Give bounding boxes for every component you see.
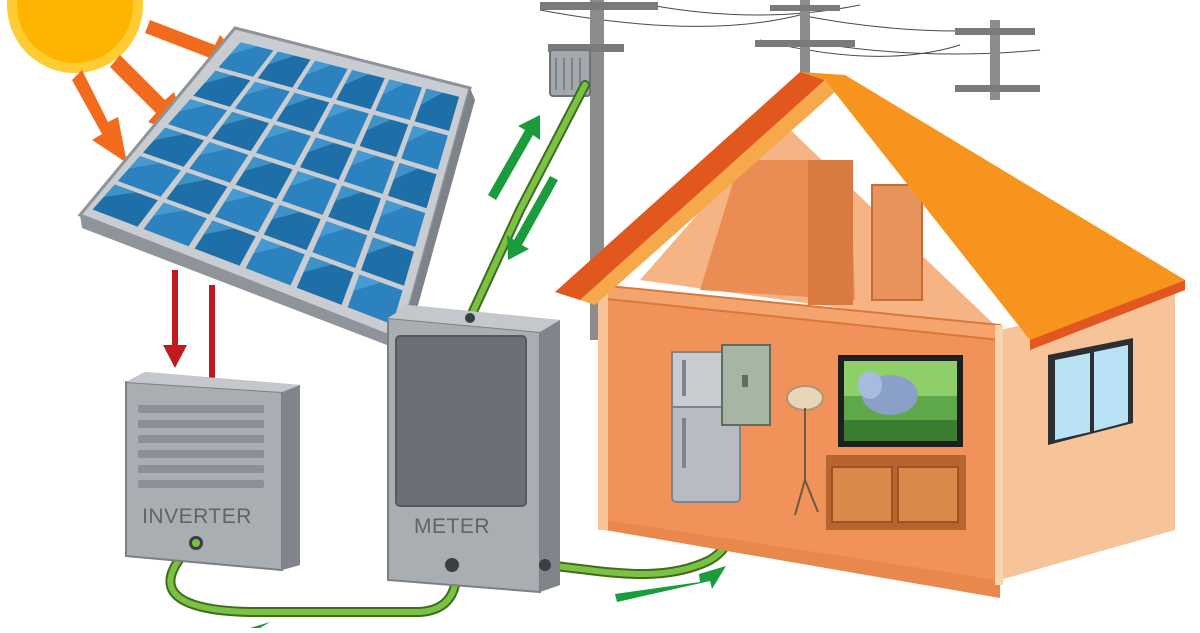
flow-arrows bbox=[250, 115, 726, 628]
panel-cell-highlight bbox=[319, 221, 347, 237]
panel-cell-highlight bbox=[154, 127, 185, 141]
panel-cell-highlight bbox=[380, 200, 406, 217]
solar-panel bbox=[77, 26, 475, 352]
panel-cell-highlight bbox=[307, 137, 335, 153]
panel-cell-highlight bbox=[326, 103, 352, 119]
panel-cell-highlight bbox=[229, 42, 258, 55]
panel-cell-highlight bbox=[267, 51, 295, 65]
panel-cell-highlight bbox=[222, 111, 251, 126]
panel-cell-highlight bbox=[303, 256, 333, 273]
panel-cell-highlight bbox=[289, 171, 318, 186]
sun-icon bbox=[7, 0, 143, 73]
panel-cell-highlight bbox=[285, 92, 312, 107]
panel-cell-highlight bbox=[203, 220, 235, 235]
panel-cell-highlight bbox=[253, 238, 284, 254]
panel-cell-highlight bbox=[366, 237, 394, 254]
panel-cell-highlight bbox=[199, 142, 229, 156]
panel-cell-highlight bbox=[176, 172, 208, 186]
panel-cell-highlight bbox=[382, 79, 406, 95]
panel-cell-highlight bbox=[350, 150, 377, 166]
panel-cell-highlight bbox=[224, 188, 254, 203]
side-window bbox=[1048, 338, 1133, 445]
panel-cell-highlight bbox=[244, 156, 274, 171]
floor-lamp bbox=[786, 385, 824, 516]
meter-label: METER bbox=[414, 515, 490, 538]
panel-cell-highlight bbox=[393, 162, 419, 180]
panel-cell-highlight bbox=[244, 81, 273, 95]
panel-cells bbox=[92, 42, 460, 325]
panel-cell-highlight bbox=[420, 88, 443, 105]
panel-cell-highlight bbox=[179, 99, 209, 112]
panel-cell-highlight bbox=[344, 70, 369, 85]
panel-cell-highlight bbox=[305, 60, 332, 75]
panel-cell-highlight bbox=[204, 70, 233, 84]
panel-cell-highlight bbox=[407, 125, 431, 143]
panel-cell bbox=[218, 42, 274, 77]
panel-cell-highlight bbox=[153, 202, 186, 216]
meter-display bbox=[395, 335, 527, 507]
panel-cell-highlight bbox=[335, 185, 362, 202]
panel-cell bbox=[257, 51, 311, 88]
meter-box: METER bbox=[387, 305, 560, 594]
inverter-label: INVERTER bbox=[142, 505, 252, 528]
panel-cell-highlight bbox=[271, 204, 301, 220]
inverter-box: INVERTER bbox=[125, 372, 300, 572]
dc-arrows bbox=[163, 270, 215, 395]
tv-cabinet bbox=[826, 455, 966, 530]
panel-cell-highlight bbox=[353, 274, 382, 291]
television bbox=[838, 355, 963, 447]
panel-cell-highlight bbox=[265, 124, 293, 139]
panel-cell-highlight bbox=[103, 184, 137, 197]
inverter-vents bbox=[138, 405, 264, 488]
breaker-panel bbox=[721, 344, 771, 426]
panel-cell-highlight bbox=[128, 156, 161, 169]
panel-cell-highlight bbox=[366, 114, 391, 131]
